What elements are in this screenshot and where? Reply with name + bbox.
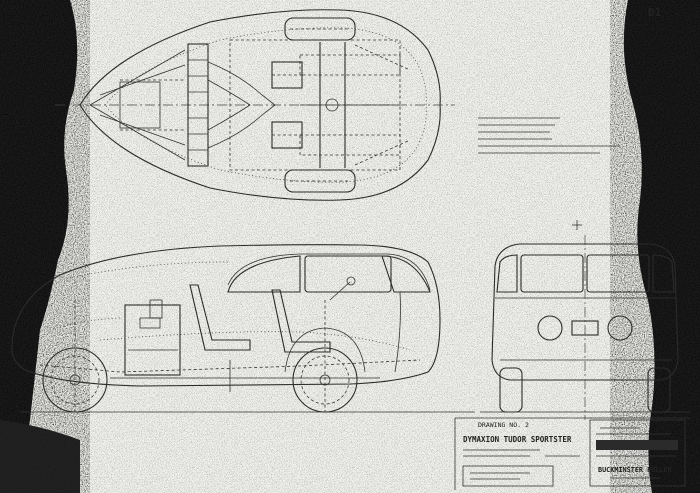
sheet-id: D1 [648,6,662,19]
section-mark [572,220,582,230]
title-block: DRAWING NO. 2 DYMAXION TUDOR SPORTSTER B… [454,417,690,490]
company-name: BUCKMINSTER FULLER [598,466,673,474]
drawing-number: DRAWING NO. 2 [478,421,529,429]
plan-notes [478,117,620,154]
side-view [11,244,475,413]
plan-view [55,9,455,201]
drawing-title: DYMAXION TUDOR SPORTSTER [463,435,572,444]
front-view [480,235,690,420]
